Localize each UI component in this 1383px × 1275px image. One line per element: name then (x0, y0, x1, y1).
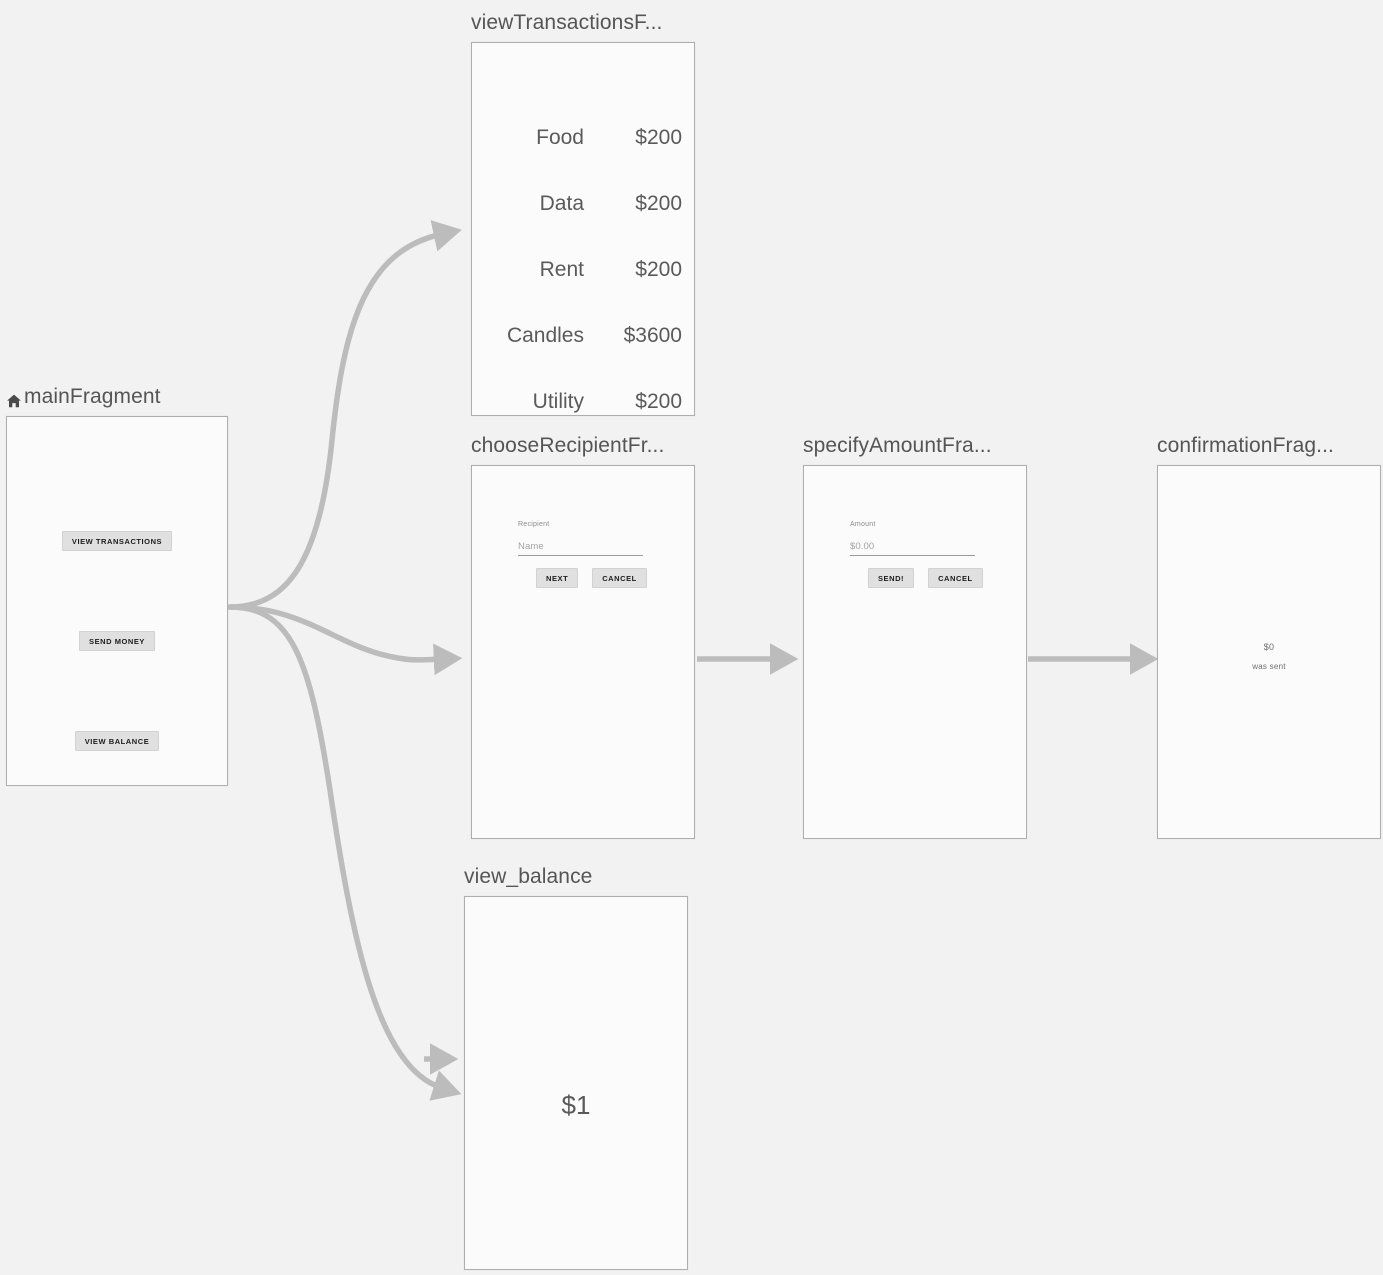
transaction-name: Data (539, 192, 584, 215)
view-transactions-button[interactable]: VIEW TRANSACTIONS (61, 531, 173, 551)
node-view-balance-label-row: view_balance (464, 864, 688, 890)
view-balance-button-wrap: VIEW BALANCE (7, 731, 227, 751)
recipient-button-row: NEXT CANCEL (518, 568, 658, 588)
transaction-amount: $200 (635, 390, 682, 413)
amount-field-label: Amount (850, 521, 876, 528)
home-icon (6, 390, 22, 408)
edge-main-to-view-balance (227, 604, 462, 1101)
node-main-fragment[interactable]: mainFragment VIEW TRANSACTIONS SEND MONE… (6, 384, 228, 786)
specify-amount-screen[interactable]: Amount $0.00 SEND! CANCEL (803, 465, 1027, 839)
transaction-amount: $200 (635, 258, 682, 281)
transaction-name: Candles (506, 324, 584, 347)
recipient-field-label: Recipient (518, 521, 550, 528)
send-button[interactable]: SEND! (868, 568, 915, 588)
recipient-input[interactable]: Name (518, 541, 643, 556)
transaction-amount: $3600 (623, 324, 682, 347)
transaction-row: Rent $200 (472, 258, 694, 282)
choose-recipient-screen[interactable]: Recipient Name NEXT CANCEL (471, 465, 695, 839)
transaction-name: Rent (539, 258, 584, 281)
node-confirmation-fragment[interactable]: confirmationFrag... $0 was sent (1157, 433, 1381, 839)
amount-input[interactable]: $0.00 (850, 541, 975, 556)
node-choose-recipient-label-row: chooseRecipientFr... (471, 433, 695, 459)
send-money-button[interactable]: SEND MONEY (79, 631, 155, 651)
node-specify-amount-label-row: specifyAmountFra... (803, 433, 1027, 459)
transaction-amount: $200 (635, 126, 682, 149)
node-view-transactions-label: viewTransactionsF... (471, 11, 663, 34)
transaction-row: Candles $3600 (472, 324, 694, 348)
transaction-name: Food (536, 126, 584, 149)
view-balance-screen[interactable]: $1 (464, 896, 688, 1270)
balance-amount: $1 (561, 1090, 591, 1120)
node-confirmation-label-row: confirmationFrag... (1157, 433, 1381, 459)
node-choose-recipient-label: chooseRecipientFr... (471, 434, 665, 457)
cancel-button[interactable]: CANCEL (928, 568, 983, 588)
view-transactions-button-wrap: VIEW TRANSACTIONS (7, 531, 227, 551)
node-view-transactions-label-row: viewTransactionsF... (471, 10, 695, 36)
next-button[interactable]: NEXT (536, 568, 579, 588)
transaction-row: Data $200 (472, 192, 694, 216)
edge-main-to-choose-recipient (227, 604, 463, 676)
transaction-amount: $200 (635, 192, 682, 215)
node-main-fragment-label: mainFragment (24, 385, 161, 408)
amount-form: Amount $0.00 SEND! CANCEL (850, 521, 990, 588)
node-view-transactions-fragment[interactable]: viewTransactionsF... Food $200 Data $200… (471, 10, 695, 416)
view-transactions-screen[interactable]: Food $200 Data $200 Rent $200 Candles $3… (471, 42, 695, 416)
view-balance-button[interactable]: VIEW BALANCE (74, 731, 160, 751)
transaction-row: Food $200 (472, 126, 694, 150)
node-main-fragment-label-row: mainFragment (6, 384, 228, 410)
send-money-button-wrap: SEND MONEY (7, 631, 227, 651)
node-specify-amount-fragment[interactable]: specifyAmountFra... Amount $0.00 SEND! C… (803, 433, 1027, 839)
transaction-name: Utility (532, 390, 584, 413)
amount-button-row: SEND! CANCEL (850, 568, 990, 588)
node-view-balance-fragment[interactable]: view_balance $1 (464, 864, 688, 1270)
node-view-balance-label: view_balance (464, 865, 593, 888)
transaction-row: Utility $200 (472, 390, 694, 414)
cancel-button[interactable]: CANCEL (592, 568, 647, 588)
confirmation-amount: $0 (1263, 642, 1275, 652)
recipient-form: Recipient Name NEXT CANCEL (518, 521, 658, 588)
main-fragment-screen[interactable]: VIEW TRANSACTIONS SEND MONEY VIEW BALANC… (6, 416, 228, 786)
confirmation-message: $0 was sent (1158, 641, 1380, 672)
confirmation-status-text: was sent (1252, 662, 1286, 671)
node-choose-recipient-fragment[interactable]: chooseRecipientFr... Recipient Name NEXT… (471, 433, 695, 839)
edge-main-to-view-transactions (227, 220, 462, 610)
node-confirmation-label: confirmationFrag... (1157, 434, 1334, 457)
confirmation-screen[interactable]: $0 was sent (1157, 465, 1381, 839)
node-specify-amount-label: specifyAmountFra... (803, 434, 992, 457)
